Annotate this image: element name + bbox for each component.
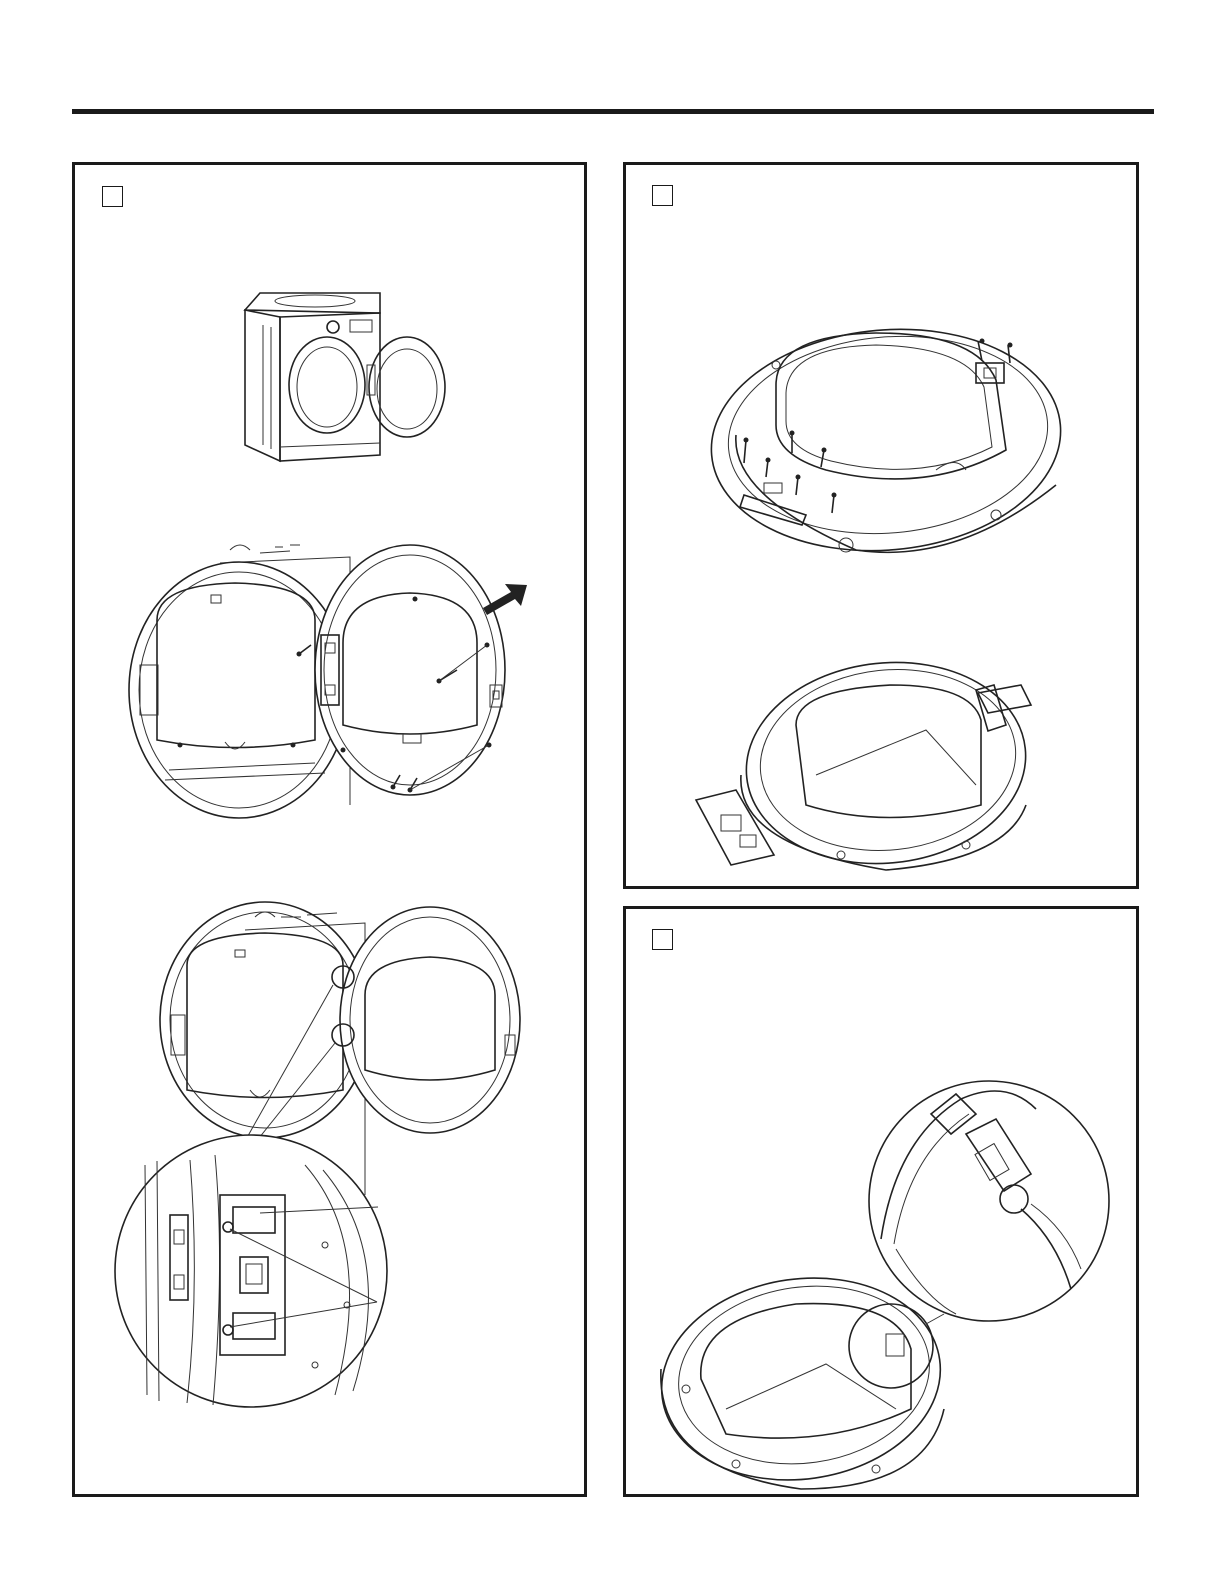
screw-icon xyxy=(796,475,801,496)
screw-icon xyxy=(297,645,312,657)
door-removal-drawing xyxy=(129,545,527,818)
screw-icon xyxy=(766,458,771,478)
hinge-zoom-drawing xyxy=(869,1081,1109,1321)
door-disassembly-illustration xyxy=(626,165,1142,892)
panel-left xyxy=(72,162,587,1497)
header-rule xyxy=(72,109,1154,114)
panel-top-right xyxy=(623,162,1139,889)
screw-icon xyxy=(821,448,827,468)
hinge-closeup-drawing xyxy=(115,902,520,1407)
door-ring-drawing xyxy=(648,1260,953,1497)
hinge-detail-illustration xyxy=(626,909,1142,1500)
arrow-up-right-icon xyxy=(483,584,527,615)
dryer-overview-drawing xyxy=(245,293,445,461)
dryer-door-removal-illustration xyxy=(75,165,590,1500)
panel-bottom-right xyxy=(623,906,1139,1497)
screw-icon xyxy=(744,438,749,464)
door-frame-parts-drawing xyxy=(696,649,1036,877)
screw-icon xyxy=(1008,343,1013,364)
door-exploded-screws-drawing xyxy=(702,315,1070,565)
screw-icon xyxy=(832,493,837,514)
